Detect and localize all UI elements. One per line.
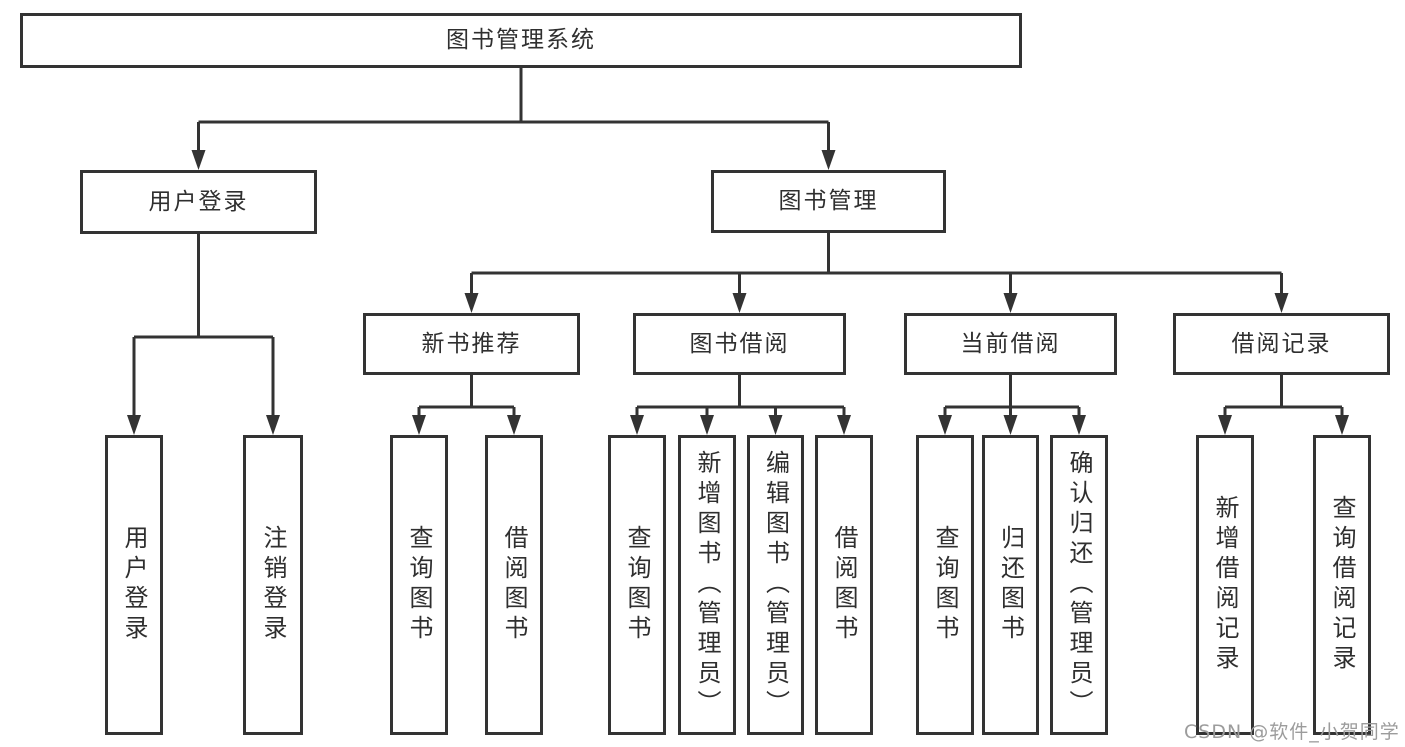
node-label: 归还图书 [996,525,1025,645]
node-label: 注销登录 [259,525,287,645]
node-leaf-borrow-book-1: 借阅图书 [485,435,543,735]
node-leaf-return-book: 归还图书 [982,435,1039,735]
node-label: 确认归还（管理员） [1065,450,1093,720]
node-leaf-add-record: 新增借阅记录 [1196,435,1254,735]
node-label: 图书管理系统 [446,27,596,53]
node-label: 当前借阅 [960,330,1061,357]
node-label: 借阅图书 [500,525,528,645]
node-leaf-logout: 注销登录 [243,435,303,735]
node-borrow-records: 借阅记录 [1173,313,1390,375]
node-label: 新书推荐 [421,330,522,357]
node-label: 编辑图书（管理员） [761,450,790,720]
node-label: 借阅图书 [830,525,858,645]
node-leaf-add-book: 新增图书（管理员） [678,435,736,735]
node-leaf-edit-book: 编辑图书（管理员） [747,435,804,735]
node-label: 图书借阅 [689,330,790,357]
node-root: 图书管理系统 [20,13,1022,68]
node-label: 新增图书（管理员） [693,450,721,720]
node-label: 借阅记录 [1231,330,1332,357]
node-label: 查询图书 [623,525,651,645]
node-user-login: 用户登录 [80,170,317,234]
node-new-book-rec: 新书推荐 [363,313,580,375]
node-current-borrow: 当前借阅 [904,313,1117,375]
node-label: 用户登录 [148,188,249,215]
node-label: 用户登录 [120,525,148,645]
watermark: CSDN @软件_小贺同学 [1184,721,1400,743]
node-leaf-user-login: 用户登录 [105,435,163,735]
node-leaf-borrow-book-2: 借阅图书 [815,435,873,735]
node-leaf-confirm-return: 确认归还（管理员） [1050,435,1108,735]
node-leaf-query-book-3: 查询图书 [916,435,974,735]
node-leaf-query-record: 查询借阅记录 [1313,435,1371,735]
node-label: 图书管理 [778,188,879,214]
node-label: 查询图书 [931,525,959,645]
node-leaf-query-book-1: 查询图书 [390,435,448,735]
node-label: 查询图书 [405,525,433,645]
node-label: 查询借阅记录 [1328,495,1356,675]
node-book-borrow: 图书借阅 [633,313,846,375]
node-leaf-query-book-2: 查询图书 [608,435,666,735]
edge-lines [132,68,1344,418]
node-book-mgmt: 图书管理 [711,170,946,233]
node-label: 新增借阅记录 [1211,495,1239,675]
